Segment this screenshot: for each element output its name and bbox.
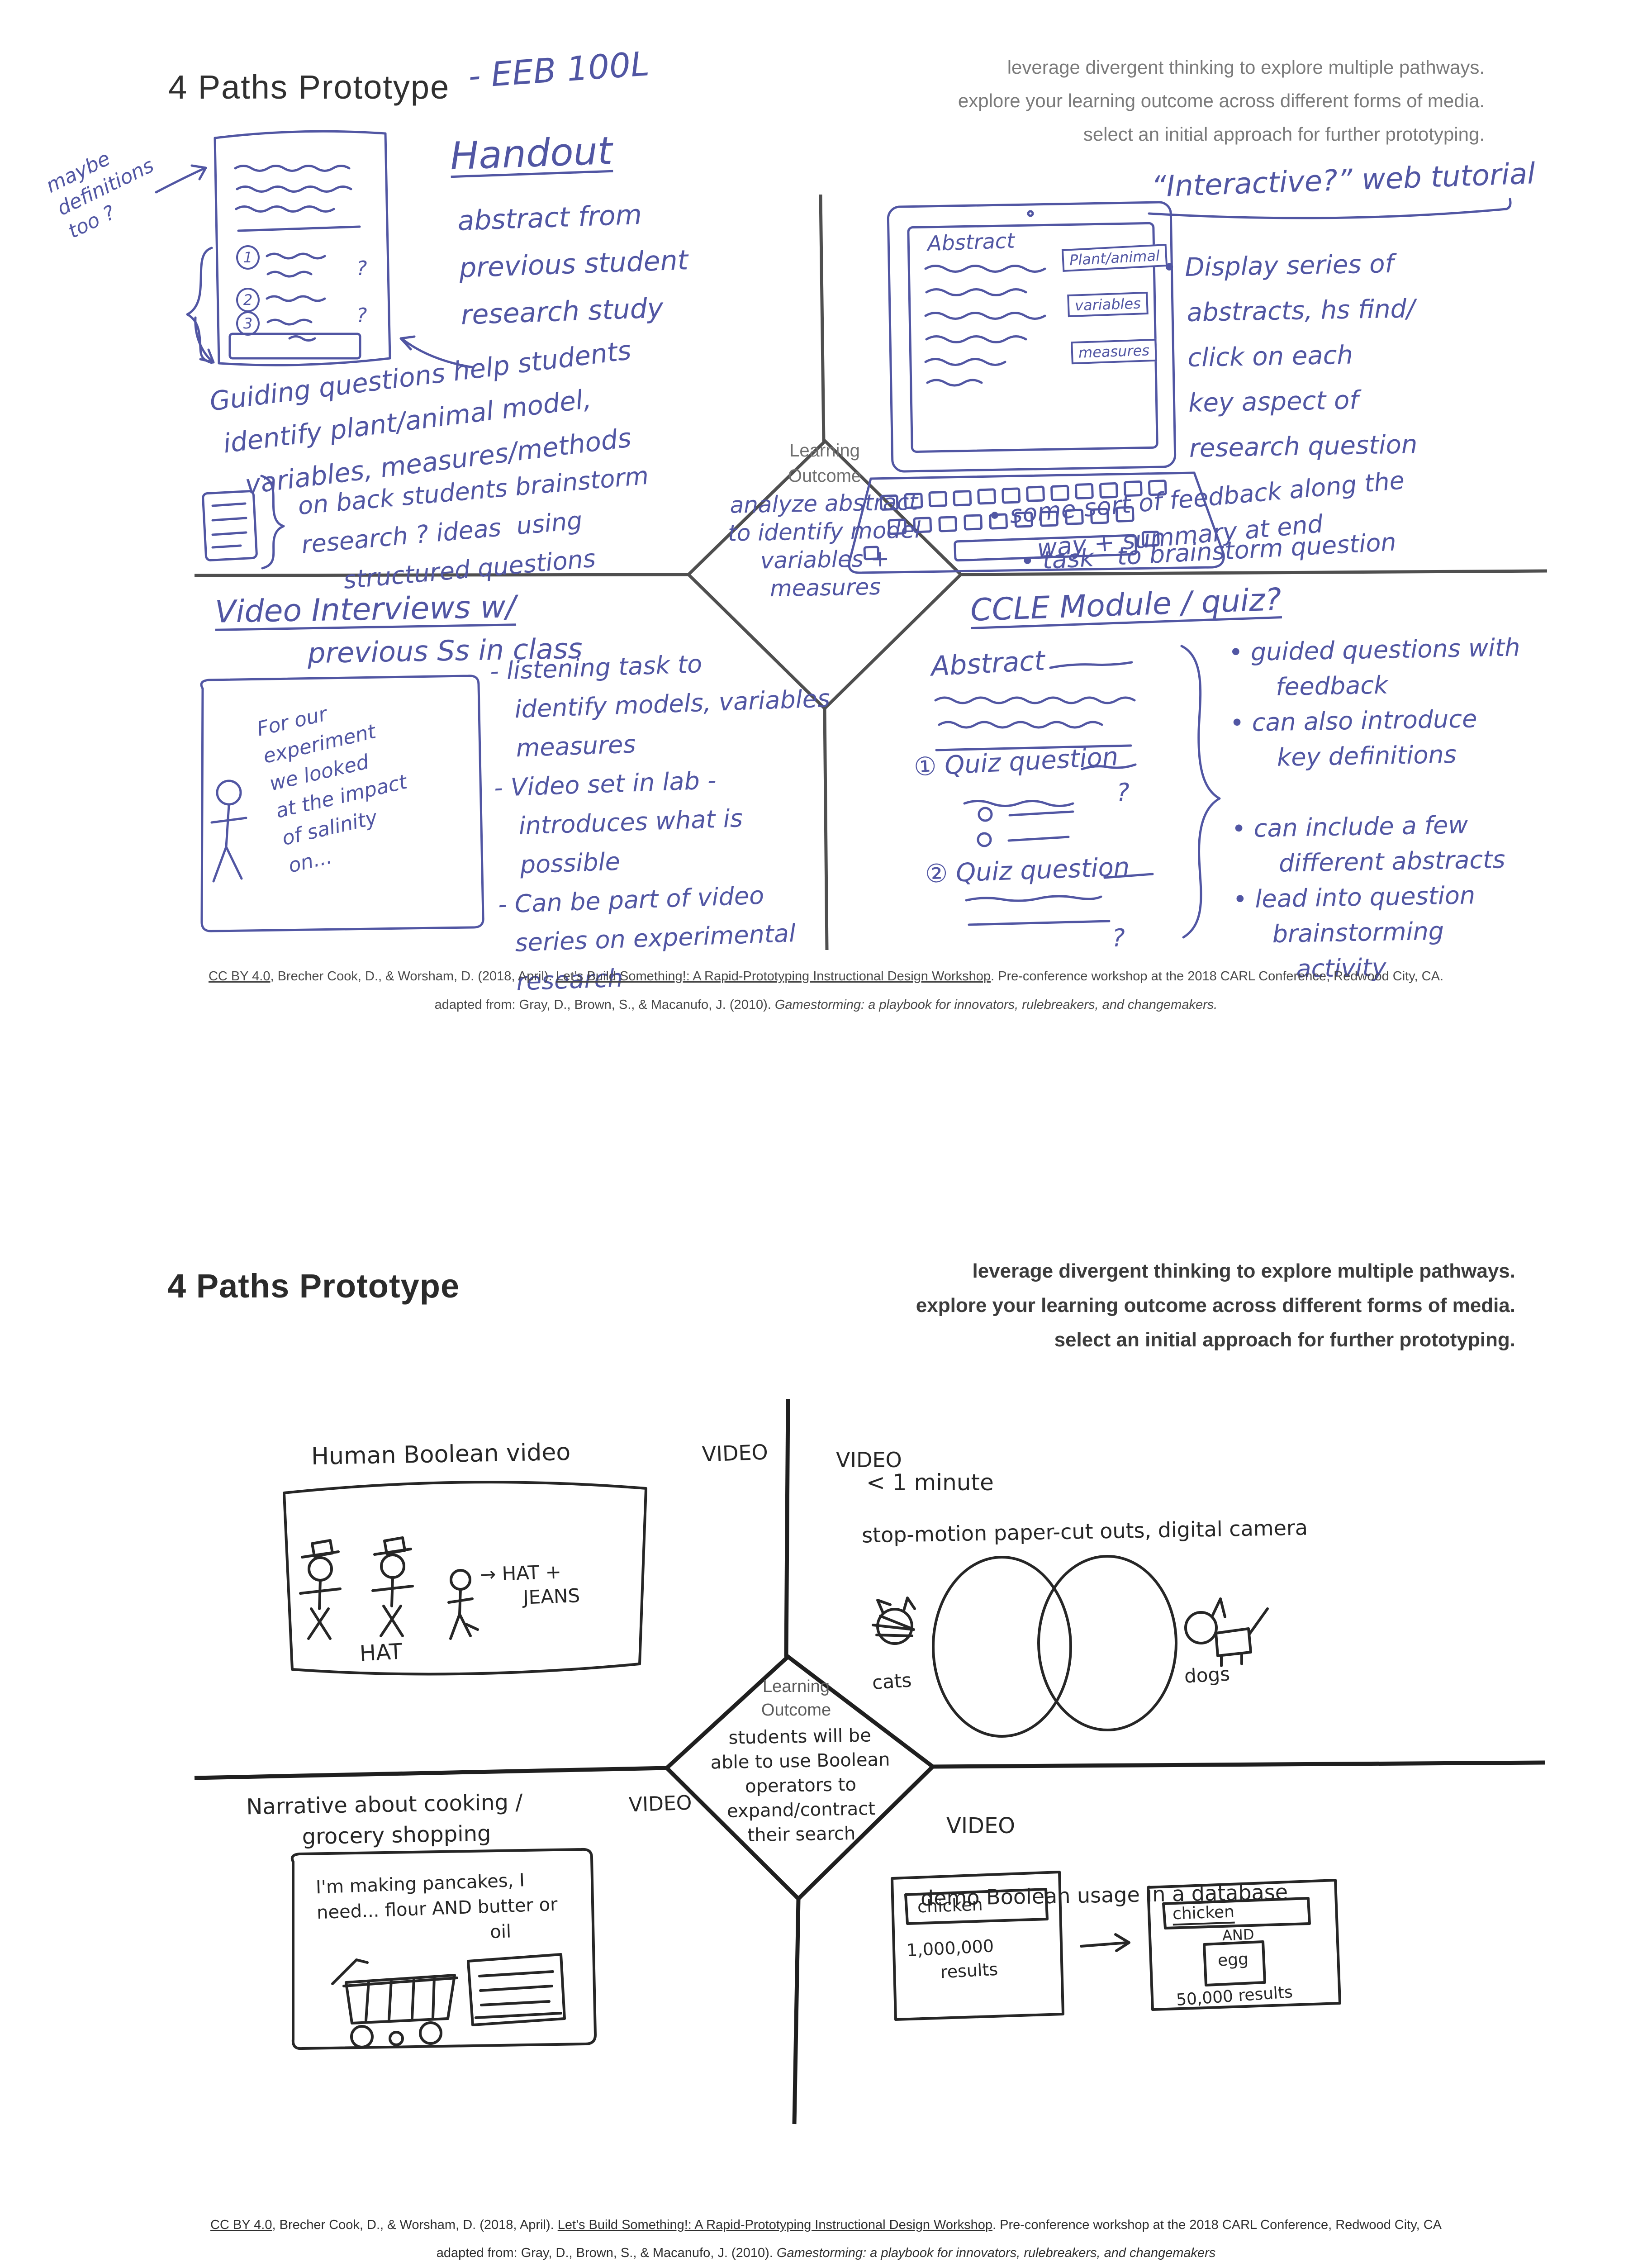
citation-work-title: Let’s Build Something!: A Rapid-Prototyp…: [557, 2218, 993, 2232]
hat-jeans-result: → HAT + JEANS: [479, 1560, 580, 1610]
sheet2-citation-line1: CC BY 4.0, Brecher Cook, D., & Worsham, …: [0, 2218, 1652, 2233]
sheet1-diamond-outcome: analyze abstract to identify model varia…: [727, 489, 921, 602]
video-interviews-title: Video Interviews w/: [214, 589, 517, 630]
screen1-query: chicken: [917, 1894, 983, 1917]
quadrant-label-top-right: VIDEO: [836, 1448, 902, 1472]
citation-venue: . Pre-conference workshop at the 2018 CA…: [992, 2218, 1442, 2232]
citation-adapted-from: adapted from: Gray, D., Brown, S., & Mac…: [434, 998, 775, 1012]
citation-authors: , Brecher Cook, D., & Worsham, D. (2018,…: [270, 969, 556, 984]
quadrant-label-bottom-right: VIDEO: [946, 1813, 1016, 1839]
narrative-title: Narrative about cooking / grocery shoppi…: [246, 1789, 523, 1851]
citation-license: CC BY 4.0: [208, 969, 271, 984]
quadrant-label-top-left: VIDEO: [702, 1440, 769, 1467]
sheet2-diamond-label: Learning Outcome: [761, 1677, 831, 1720]
sheet1-template: [194, 194, 1548, 950]
narrative-speech: I'm making pancakes, I need... flour AND…: [315, 1870, 558, 1949]
citation-work-title: Let’s Build Something!: A Rapid-Prototyp…: [555, 969, 991, 984]
video-interviews-bullets: - listening task to identify models, var…: [489, 649, 831, 997]
laptop-screen-title: Abstract: [927, 228, 1015, 256]
sheet2-instructions: leverage divergent thinking to explore m…: [916, 1260, 1515, 1351]
ccle-quiz1-mark: ?: [1116, 778, 1130, 807]
sheet1-sketches: [155, 130, 1512, 939]
citation-adapted-work: Gamestorming: a playbook for innovators,…: [776, 2246, 1216, 2260]
citation-adapted-from: adapted from: Gray, D., Brown, S., & Mac…: [436, 2246, 777, 2260]
handout-item-2-mark: ?: [356, 304, 367, 327]
web-tutorial-bullet-display: • Display series of abstracts, hs find/ …: [1161, 249, 1418, 464]
screen1-results: 1,000,000 results: [906, 1936, 999, 1984]
screen2-query: chicken: [1172, 1902, 1235, 1924]
sheet1-citation-line2: adapted from: Gray, D., Brown, S., & Mac…: [0, 998, 1652, 1012]
citation-license: CC BY 4.0: [210, 2218, 272, 2232]
ccle-bullets: • guided questions with feedback • can a…: [1228, 633, 1520, 984]
handout-item-3: 3: [236, 311, 260, 336]
handout-title: Handout: [449, 128, 613, 179]
handout-item-1: 1: [236, 245, 260, 270]
screen2-operator: AND: [1222, 1925, 1255, 1944]
sheet1-citation-line1: CC BY 4.0, Brecher Cook, D., & Worsham, …: [0, 969, 1652, 984]
duration-note: < 1 minute: [866, 1469, 994, 1496]
hat-label: HAT: [359, 1639, 403, 1667]
handout-note-abstract: abstract from previous student research …: [457, 199, 689, 331]
sheet2-sketches: [283, 1481, 1341, 2050]
sheet2-title: 4 Paths Prototype: [167, 1267, 460, 1305]
sheet1-title: 4 Paths Prototype: [168, 68, 450, 106]
sheet2-citation-line2: adapted from: Gray, D., Brown, S., & Mac…: [0, 2246, 1652, 2261]
laptop-tag-variables: variables: [1067, 291, 1149, 318]
ccle-abstract-label: Abstract: [930, 645, 1046, 683]
sheet2-diamond-outcome: students will be able to use Boolean ope…: [710, 1725, 890, 1846]
screen2-term: egg: [1217, 1950, 1249, 1970]
sheet1-instructions: leverage divergent thinking to explore m…: [958, 57, 1485, 145]
citation-authors: , Brecher Cook, D., & Worsham, D. (2018,…: [272, 2218, 558, 2232]
laptop-tag-measures: measures: [1071, 338, 1157, 365]
human-boolean-title: Human Boolean video: [311, 1439, 571, 1470]
sheet2-template: [194, 1398, 1545, 2124]
citation-adapted-work: Gamestorming: a playbook for innovators,…: [774, 998, 1218, 1012]
handout-item-2: 2: [236, 288, 260, 312]
venn-right-label: dogs: [1183, 1663, 1231, 1687]
ccle-quiz2-mark: ?: [1112, 924, 1125, 952]
handout-item-1-mark: ?: [356, 257, 367, 280]
sheet1-diamond-label: Learning Outcome: [788, 441, 862, 486]
citation-venue: . Pre-conference workshop at the 2018 CA…: [991, 969, 1444, 984]
